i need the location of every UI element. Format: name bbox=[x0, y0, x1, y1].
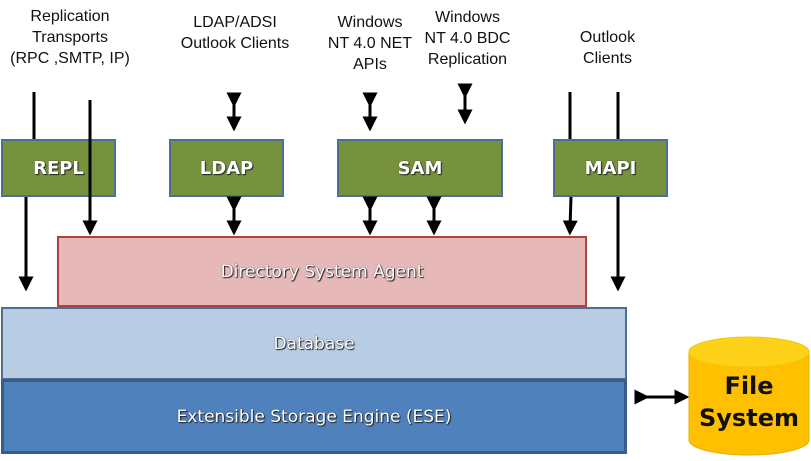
label-replication-transports: Replication Transports (RPC ,SMTP, IP) bbox=[10, 8, 130, 67]
ese-layer: Extensible Storage Engine (ESE) bbox=[1, 379, 627, 454]
file-system-label: File System bbox=[699, 372, 799, 432]
sam-box: SAM bbox=[337, 139, 503, 197]
label-outlook-clients: Outlook Clients bbox=[579, 29, 636, 67]
ldap-box: LDAP bbox=[169, 139, 284, 197]
mapi-label: MAPI bbox=[584, 157, 637, 179]
database-layer: Database bbox=[1, 307, 627, 380]
label-ldap-outlook-clients: LDAP/ADSI Outlook Clients bbox=[180, 14, 290, 52]
database-label: Database bbox=[273, 333, 355, 354]
dsa-label: Directory System Agent bbox=[220, 261, 424, 282]
label-nt-bdc-replication: Windows NT 4.0 BDC Replication bbox=[424, 9, 511, 68]
mapi-to-dsa-arrow bbox=[562, 196, 578, 236]
repl-box: REPL bbox=[1, 139, 116, 197]
directory-system-agent-layer: Directory System Agent bbox=[57, 236, 587, 307]
ese-label: Extensible Storage Engine (ESE) bbox=[176, 406, 452, 427]
label-nt-net-apis: Windows NT 4.0 NET APIs bbox=[327, 14, 413, 73]
sam-label: SAM bbox=[397, 157, 443, 179]
file-system-cylinder bbox=[688, 336, 810, 456]
ldap-label: LDAP bbox=[199, 157, 254, 179]
repl-label: REPL bbox=[33, 157, 84, 179]
mapi-box: MAPI bbox=[553, 139, 668, 197]
